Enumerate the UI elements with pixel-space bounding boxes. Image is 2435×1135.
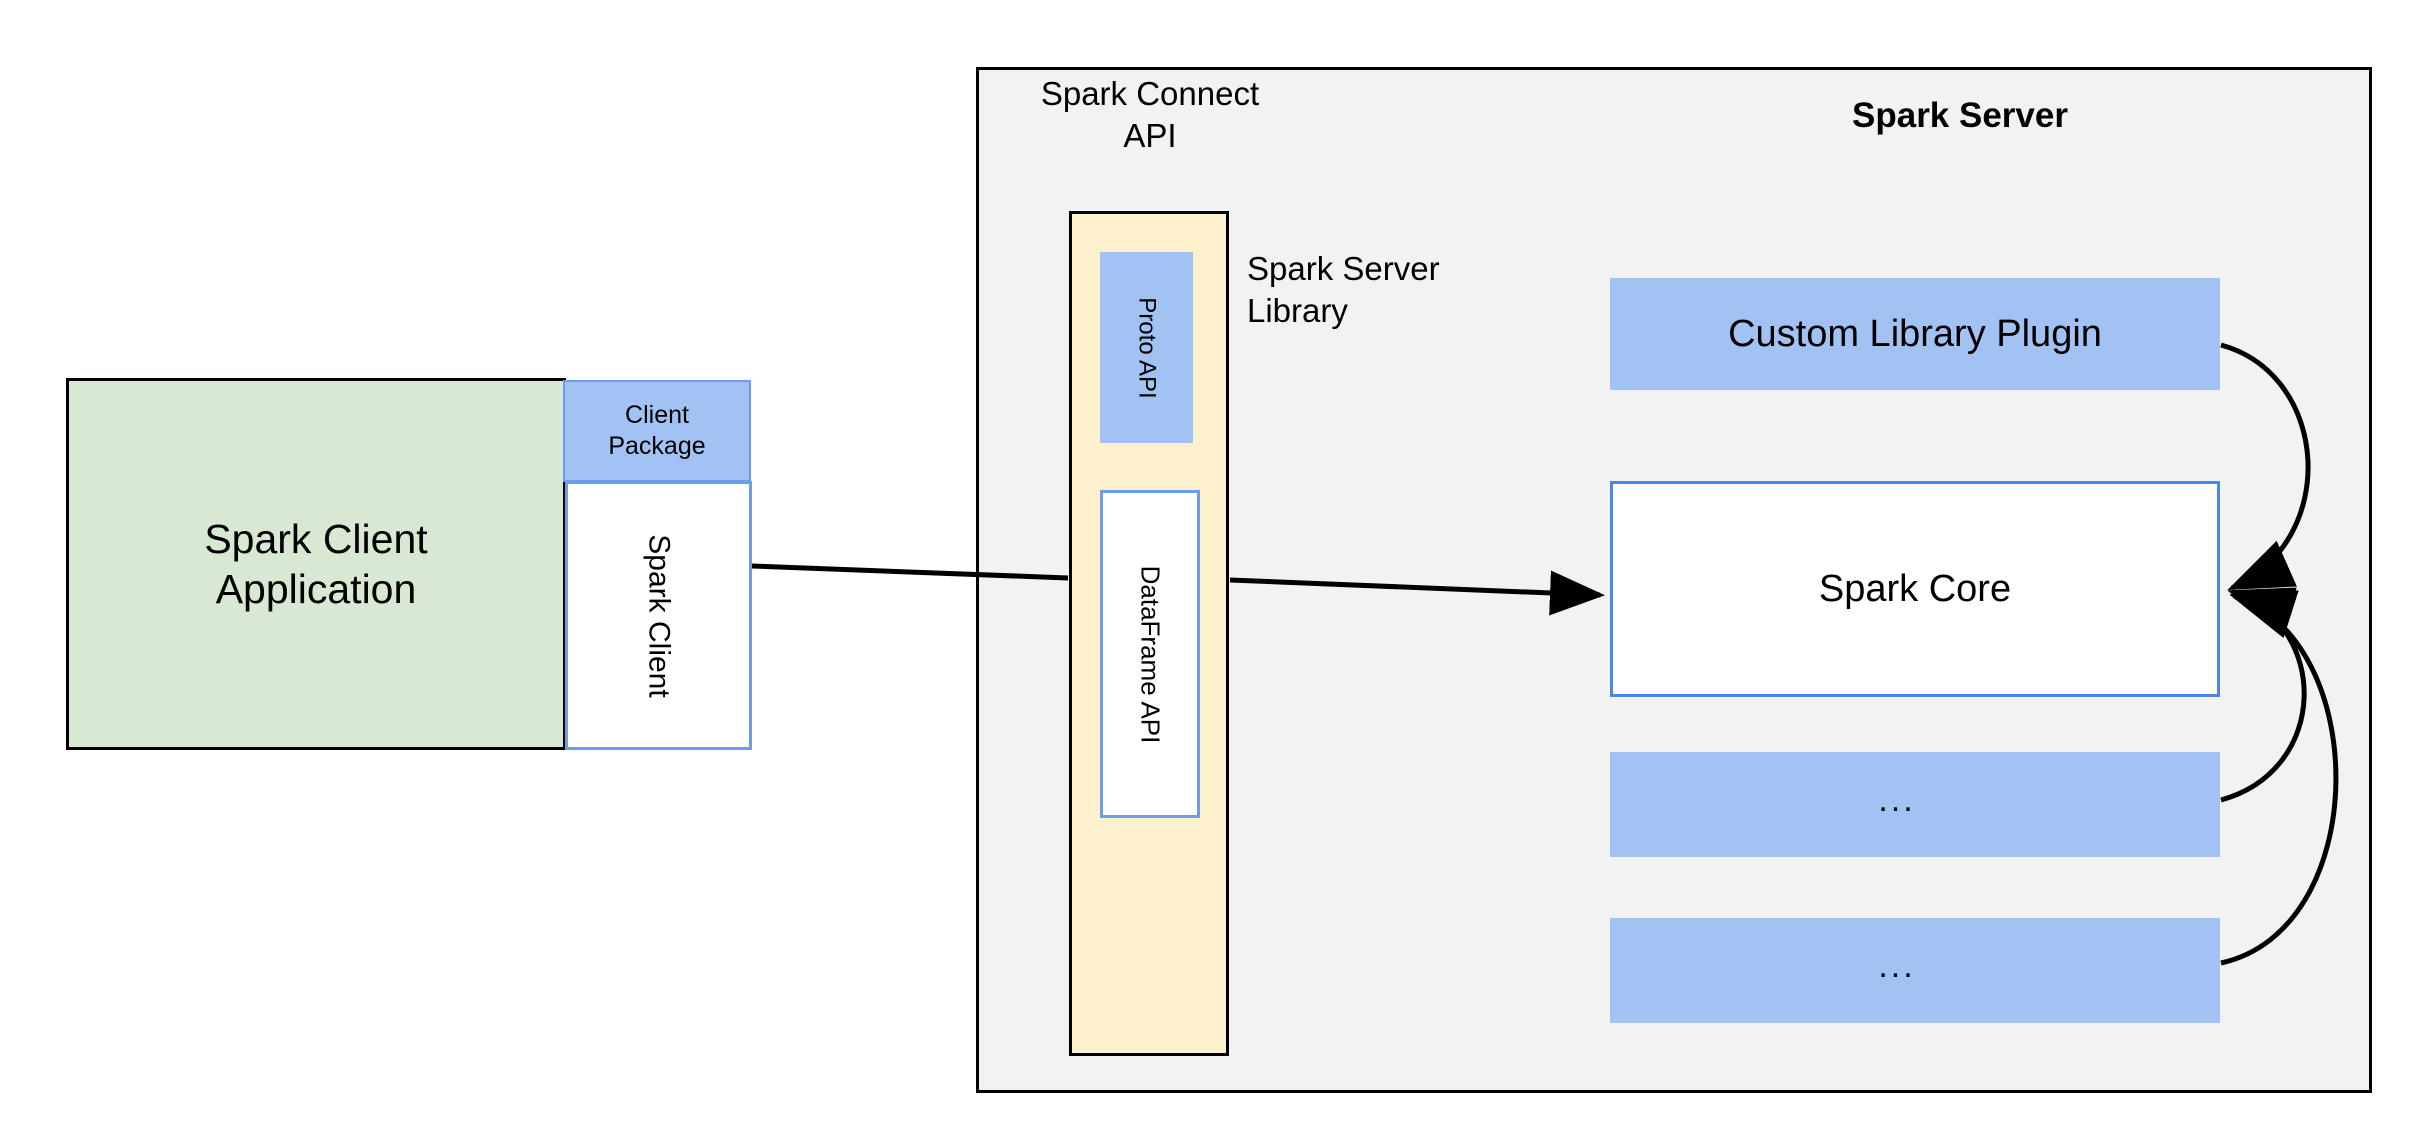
client-package-label: Client Package xyxy=(608,401,706,460)
proto-api-box: Proto API xyxy=(1100,252,1193,443)
client-package-box: Client Package xyxy=(563,380,751,482)
spark-client-label: Spark Client xyxy=(642,533,676,698)
spark-server-library-label: Spark Server Library xyxy=(1247,250,1440,330)
dataframe-api-box: DataFrame API xyxy=(1100,490,1200,818)
proto-api-label: Proto API xyxy=(1133,296,1161,399)
additional-plugin-box-1: ... xyxy=(1610,752,2220,857)
additional-plugin-label-2: ... xyxy=(1878,947,1916,985)
spark-core-box: Spark Core xyxy=(1610,481,2220,697)
dataframe-api-label: DataFrame API xyxy=(1135,565,1166,743)
spark-client-box: Spark Client xyxy=(565,481,752,750)
custom-library-plugin-box: Custom Library Plugin xyxy=(1610,278,2220,390)
spark-core-label: Spark Core xyxy=(1818,567,2012,610)
spark-server-title: Spark Server xyxy=(1852,96,2068,135)
spark-client-application-box: Spark Client Application xyxy=(66,378,566,750)
custom-library-plugin-label: Custom Library Plugin xyxy=(1728,312,2102,355)
additional-plugin-box-2: ... xyxy=(1610,918,2220,1023)
spark-connect-api-label: Spark Connect API xyxy=(1040,75,1260,155)
spark-client-application-label: Spark Client Application xyxy=(204,515,428,612)
additional-plugin-label-1: ... xyxy=(1878,781,1916,819)
